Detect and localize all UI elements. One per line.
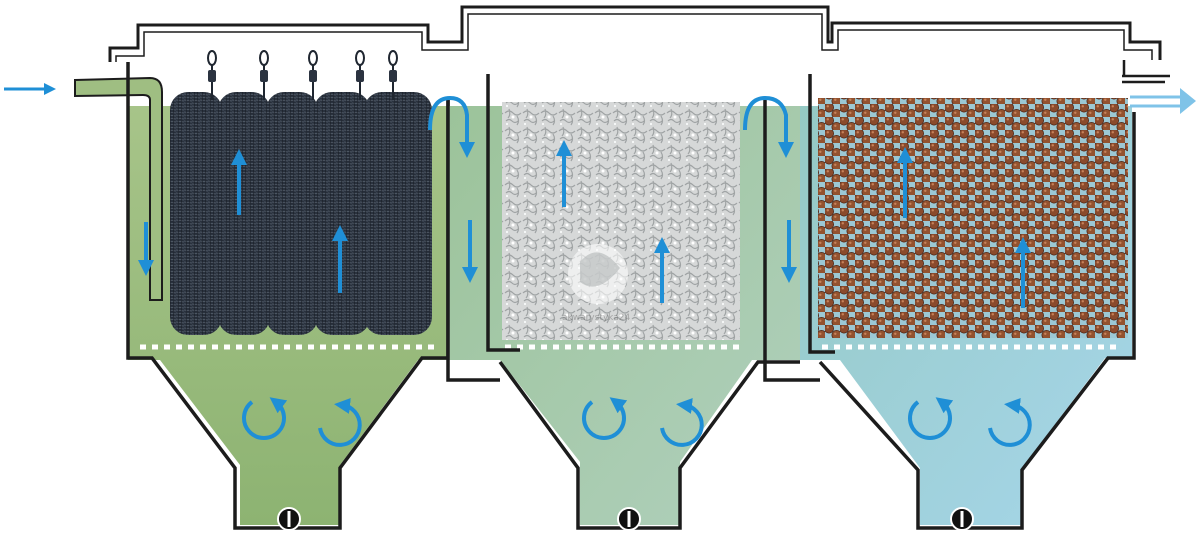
drain-valve-icon — [950, 507, 974, 531]
swirl-arrow — [988, 397, 1032, 447]
inlet-pipe — [74, 76, 163, 301]
brush-filter — [218, 92, 270, 335]
filter-sponge — [502, 102, 740, 340]
filter-lid — [108, 5, 1162, 62]
baffle-wall — [486, 74, 520, 352]
outlet-spout — [1122, 60, 1170, 84]
chamber-3-wall — [818, 112, 1136, 530]
watermark-logo: akwarystyka24 — [562, 244, 630, 323]
flow-arrows — [743, 95, 1032, 447]
chamber-2: akwarystyka24 — [428, 74, 800, 531]
chamber-1 — [74, 50, 450, 531]
swirl-arrow — [660, 397, 704, 447]
brush-filter — [364, 92, 432, 335]
flow-arrows — [428, 95, 704, 447]
brush-filter — [266, 92, 318, 335]
flow-arrows — [138, 149, 362, 447]
baffle-wall — [808, 74, 835, 354]
brush-filters — [170, 50, 432, 335]
chamber-3 — [743, 74, 1136, 531]
bio-balls — [818, 98, 1128, 338]
drain-valve-icon — [617, 507, 641, 531]
swirl-arrow — [582, 397, 628, 440]
brush-filter — [314, 92, 370, 335]
brush-filter — [170, 92, 222, 335]
watermark-text: akwarystyka24 — [562, 313, 630, 323]
chamber-2-wall — [498, 360, 800, 530]
swirl-arrow — [318, 397, 362, 447]
swirl-arrow — [242, 397, 288, 440]
drain-valve-icon — [277, 507, 301, 531]
outlet-arrow — [1130, 88, 1196, 114]
baffle-wall — [763, 98, 820, 382]
baffle-wall — [446, 98, 500, 382]
swirl-arrow — [908, 397, 954, 440]
